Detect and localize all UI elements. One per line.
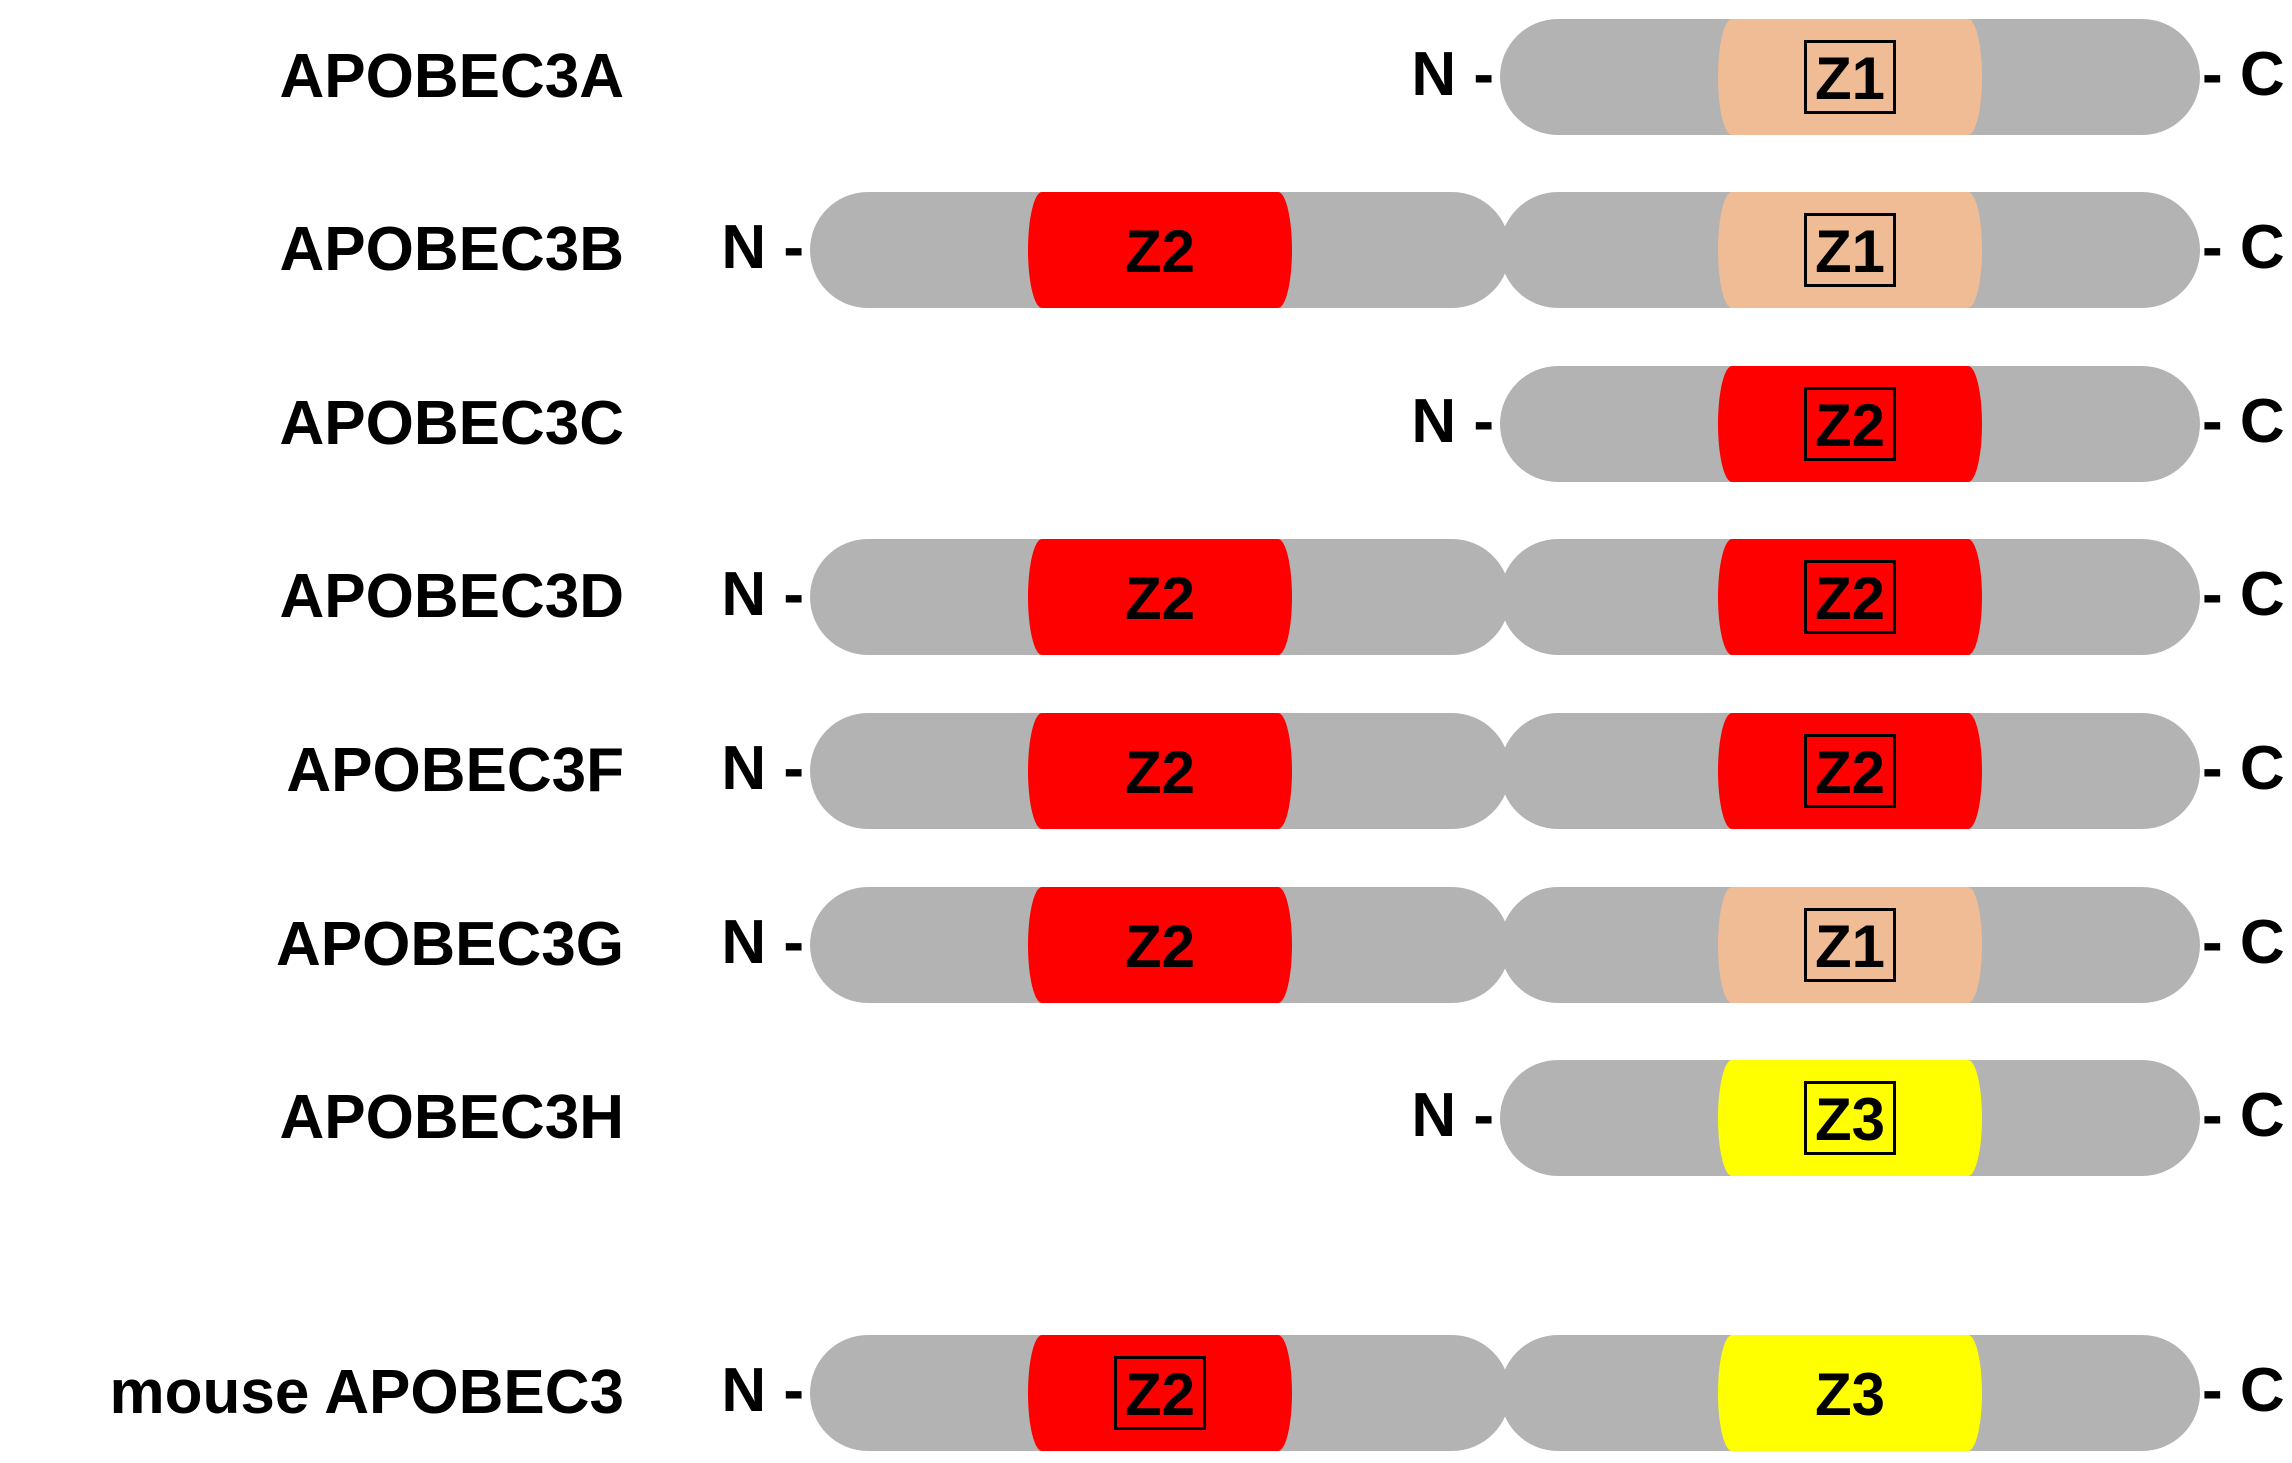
protein-backbone-capsule: Z2 <box>1500 539 2200 655</box>
protein-backbone-capsule: Z1 <box>1500 192 2200 308</box>
zinc-domain-label: Z2 <box>1124 739 1196 806</box>
c-terminus-label: - C <box>2202 40 2285 109</box>
protein-row: APOBEC3A N - Z1 - C <box>0 19 2292 135</box>
n-terminus-label: N - <box>1411 1081 1494 1150</box>
protein-backbone-capsule: Z2 <box>810 539 1510 655</box>
zinc-domain-label: Z2 <box>1803 387 1897 461</box>
protein-backbone-capsule: Z3 <box>1500 1335 2200 1451</box>
c-terminus-label: - C <box>2202 734 2285 803</box>
zinc-domain-label: Z2 <box>1803 560 1897 634</box>
protein-name: mouse APOBEC3 <box>109 1358 625 1427</box>
zinc-domain-label: Z3 <box>1814 1361 1886 1428</box>
zinc-domain-label: Z2 <box>1124 913 1196 980</box>
zinc-domain-z2: Z2 <box>1028 887 1292 1003</box>
zinc-domain-z2: Z2 <box>1028 713 1292 829</box>
protein-row: APOBEC3D N - Z2 Z2 - C <box>0 539 2292 655</box>
zinc-domain-label: Z2 <box>1113 1356 1207 1430</box>
protein-name: APOBEC3D <box>279 562 624 631</box>
zinc-domain-label: Z2 <box>1124 218 1196 285</box>
zinc-domain-z2: Z2 <box>1718 713 1982 829</box>
protein-backbone-capsule: Z3 <box>1500 1060 2200 1176</box>
zinc-domain-z2: Z2 <box>1028 539 1292 655</box>
zinc-domain-z2: Z2 <box>1718 539 1982 655</box>
c-terminus-label: - C <box>2202 908 2285 977</box>
n-terminus-label: N - <box>721 734 804 803</box>
protein-name: APOBEC3G <box>276 910 624 979</box>
zinc-domain-z2: Z2 <box>1718 366 1982 482</box>
protein-backbone-capsule: Z2 <box>810 713 1510 829</box>
n-terminus-label: N - <box>721 560 804 629</box>
zinc-domain-label: Z1 <box>1803 908 1897 982</box>
n-terminus-label: N - <box>1411 387 1494 456</box>
n-terminus-label: N - <box>721 908 804 977</box>
c-terminus-label: - C <box>2202 213 2285 282</box>
zinc-domain-z2: Z2 <box>1028 1335 1292 1451</box>
zinc-domain-label: Z3 <box>1803 1081 1897 1155</box>
n-terminus-label: N - <box>721 1356 804 1425</box>
protein-name: APOBEC3C <box>279 389 624 458</box>
protein-row: APOBEC3F N - Z2 Z2 - C <box>0 713 2292 829</box>
protein-row: APOBEC3G N - Z2 Z1 - C <box>0 887 2292 1003</box>
zinc-domain-z2: Z2 <box>1028 192 1292 308</box>
protein-name: APOBEC3A <box>279 42 624 111</box>
zinc-domain-label: Z1 <box>1803 40 1897 114</box>
zinc-domain-z1: Z1 <box>1718 192 1982 308</box>
c-terminus-label: - C <box>2202 387 2285 456</box>
protein-name: APOBEC3F <box>286 736 624 805</box>
protein-name: APOBEC3B <box>279 215 624 284</box>
protein-backbone-capsule: Z2 <box>1500 366 2200 482</box>
c-terminus-label: - C <box>2202 1356 2285 1425</box>
protein-row: APOBEC3C N - Z2 - C <box>0 366 2292 482</box>
protein-row: mouse APOBEC3 N - Z2 Z3 - C <box>0 1335 2292 1451</box>
protein-name: APOBEC3H <box>279 1083 624 1152</box>
c-terminus-label: - C <box>2202 560 2285 629</box>
c-terminus-label: - C <box>2202 1081 2285 1150</box>
protein-row: APOBEC3B N - Z2 Z1 - C <box>0 192 2292 308</box>
protein-backbone-capsule: Z2 <box>810 887 1510 1003</box>
protein-backbone-capsule: Z2 <box>810 192 1510 308</box>
zinc-domain-label: Z2 <box>1124 565 1196 632</box>
protein-backbone-capsule: Z1 <box>1500 19 2200 135</box>
n-terminus-label: N - <box>721 213 804 282</box>
n-terminus-label: N - <box>1411 40 1494 109</box>
zinc-domain-z3: Z3 <box>1718 1335 1982 1451</box>
protein-backbone-capsule: Z2 <box>810 1335 1510 1451</box>
protein-backbone-capsule: Z2 <box>1500 713 2200 829</box>
zinc-domain-label: Z2 <box>1803 734 1897 808</box>
protein-row: APOBEC3H N - Z3 - C <box>0 1060 2292 1176</box>
zinc-domain-label: Z1 <box>1803 213 1897 287</box>
zinc-domain-z1: Z1 <box>1718 19 1982 135</box>
protein-backbone-capsule: Z1 <box>1500 887 2200 1003</box>
zinc-domain-z3: Z3 <box>1718 1060 1982 1176</box>
zinc-domain-z1: Z1 <box>1718 887 1982 1003</box>
